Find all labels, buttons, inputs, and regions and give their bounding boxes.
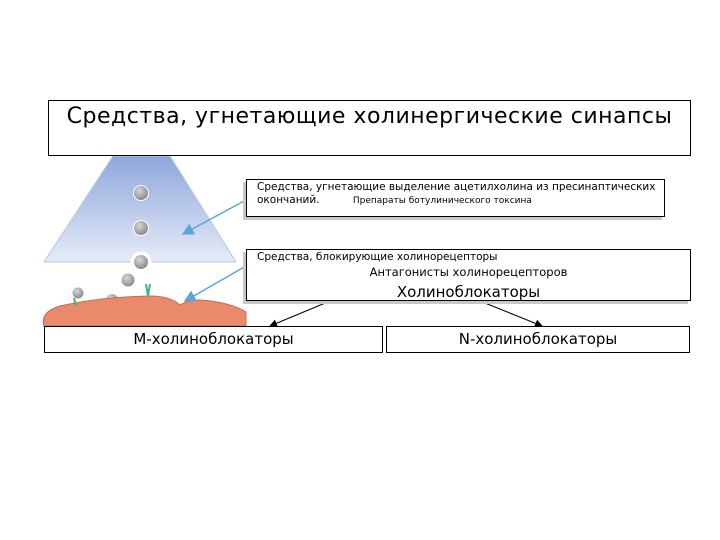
n-branch-arrow [480, 301, 542, 326]
receptor-blockers-box: Средства, блокирующие холинорецепторы Ан… [246, 249, 691, 301]
presynaptic-example: Препараты ботулинического токсина [353, 196, 532, 206]
vesicle [134, 186, 149, 201]
vesicle [134, 221, 149, 236]
n-blockers-label: N-холиноблокаторы [459, 330, 618, 348]
presynaptic-inhibitors-box: Средства, угнетающие выделение ацетилхол… [246, 179, 665, 217]
vesicle [134, 255, 149, 270]
n-blockers-box: N-холиноблокаторы [386, 326, 690, 353]
antagonists-label: Антагонисты холинорецепторов [247, 265, 690, 279]
m-blockers-box: М-холиноблокаторы [44, 326, 383, 353]
receptor-mark [146, 284, 150, 296]
cholinoblockers-label: Холиноблокаторы [247, 283, 690, 301]
m-branch-arrow [270, 301, 330, 326]
presynaptic-terminal [44, 156, 236, 262]
receptor-blockers-label: Средства, блокирующие холинорецепторы [257, 251, 497, 263]
vesicle [72, 287, 84, 299]
receptor-pointer-arrow [185, 266, 246, 301]
title-box: Средства, угнетающие холинергические син… [48, 100, 691, 156]
page-title: Средства, угнетающие холинергические син… [67, 104, 673, 129]
vesicle [121, 273, 135, 287]
m-blockers-label: М-холиноблокаторы [133, 330, 293, 348]
